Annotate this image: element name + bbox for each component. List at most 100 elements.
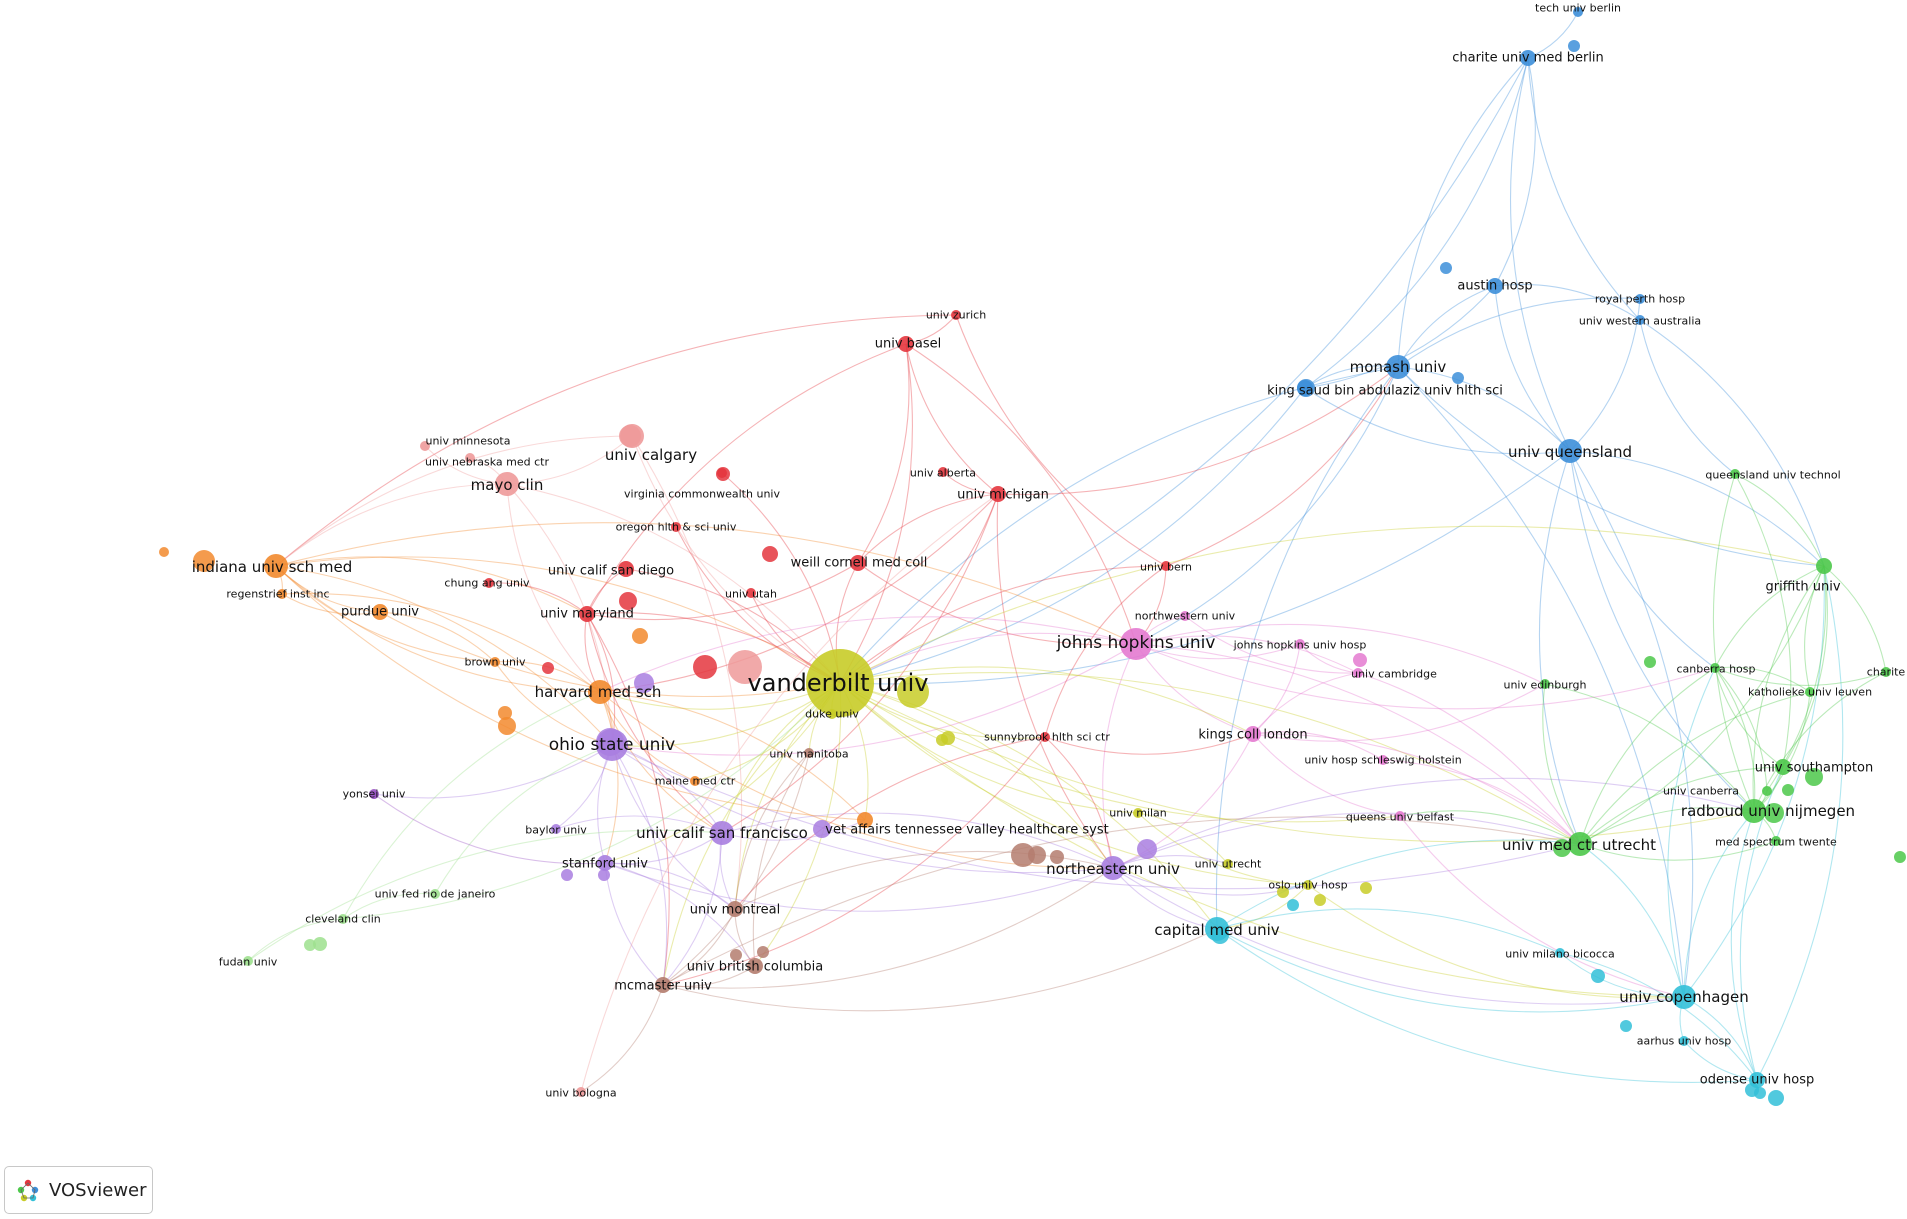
node-label-univ-utrecht[interactable]: univ utrecht — [1195, 858, 1262, 871]
node-unlabelled-3[interactable] — [716, 467, 730, 481]
node-label-capital-med-univ[interactable]: capital med univ — [1154, 921, 1279, 939]
node-unlabelled-19[interactable] — [598, 869, 610, 881]
node-label-kings-coll-london[interactable]: kings coll london — [1198, 728, 1307, 743]
node-unlabelled-28[interactable] — [1297, 379, 1315, 397]
node-univ-utrecht[interactable] — [1223, 859, 1233, 869]
node-northwestern-univ[interactable] — [1180, 611, 1190, 621]
node-unlabelled-25[interactable] — [757, 946, 769, 958]
node-label-univ-milano-bicocca[interactable]: univ milano bicocca — [1505, 948, 1614, 961]
node-unlabelled-27[interactable] — [1452, 372, 1464, 384]
node-label-royal-perth-hosp[interactable]: royal perth hosp — [1595, 293, 1685, 306]
node-label-vanderbilt-univ[interactable]: vanderbilt univ — [748, 669, 929, 697]
node-unlabelled-22[interactable] — [1028, 846, 1046, 864]
node-univ-med-ctr-utrecht[interactable] — [1568, 832, 1592, 856]
node-label-univ-utah[interactable]: univ utah — [725, 588, 777, 601]
node-unlabelled-8[interactable] — [498, 706, 512, 720]
node-label-chung-ang-univ[interactable]: chung ang univ — [444, 577, 530, 590]
node-label-univ-hosp-schleswig-holstein[interactable]: univ hosp schleswig holstein — [1304, 754, 1461, 767]
node-mcmaster-univ[interactable] — [655, 977, 671, 993]
node-stanford-univ[interactable] — [597, 855, 613, 871]
node-univ-calif-san-francisco[interactable] — [710, 821, 734, 845]
node-label-charite[interactable]: charite — [1867, 666, 1906, 679]
node-label-griffith-univ[interactable]: griffith univ — [1765, 580, 1840, 595]
node-label-mcmaster-univ[interactable]: mcmaster univ — [614, 979, 712, 994]
node-label-maine-med-ctr[interactable]: maine med ctr — [655, 775, 736, 788]
node-label-univ-british-columbia[interactable]: univ british columbia — [687, 960, 823, 975]
node-label-odense-univ-hosp[interactable]: odense univ hosp — [1700, 1073, 1814, 1088]
node-label-yonsei-univ[interactable]: yonsei univ — [343, 788, 406, 801]
node-label-charite-univ-med-berlin[interactable]: charite univ med berlin — [1452, 51, 1604, 66]
node-charite-univ-med-berlin[interactable] — [1520, 50, 1536, 66]
node-katholieke-univ-leuven[interactable] — [1805, 687, 1815, 697]
node-label-mayo-clin[interactable]: mayo clin — [471, 476, 544, 494]
node-unlabelled-14[interactable] — [936, 734, 948, 746]
node-label-brown-univ[interactable]: brown univ — [465, 656, 526, 669]
node-label-univ-med-ctr-utrecht[interactable]: univ med ctr utrecht — [1502, 836, 1656, 854]
node-unlabelled-17[interactable] — [1137, 839, 1157, 859]
node-unlabelled-6[interactable] — [542, 662, 554, 674]
node-label-purdue-univ[interactable]: purdue univ — [341, 605, 419, 620]
node-label-austin-hosp[interactable]: austin hosp — [1457, 279, 1532, 294]
node-univ-fed-rio-de-janeiro[interactable] — [430, 889, 440, 899]
node-label-johns-hopkins-univ[interactable]: johns hopkins univ — [1056, 633, 1216, 653]
node-univ-queensland[interactable] — [1558, 439, 1582, 463]
node-label-univ-cambridge[interactable]: univ cambridge — [1351, 668, 1437, 681]
node-unlabelled-21[interactable] — [1011, 843, 1035, 867]
node-univ-canberra[interactable] — [1762, 786, 1772, 796]
node-tech-univ-berlin[interactable] — [1573, 7, 1583, 17]
node-univ-milan[interactable] — [1133, 808, 1143, 818]
node-vet-affairs[interactable] — [857, 812, 873, 828]
node-univ-montreal[interactable] — [727, 901, 743, 917]
node-fudan-univ[interactable] — [243, 956, 253, 966]
node-label-oregon-hlth[interactable]: oregon hlth & sci univ — [616, 521, 737, 534]
node-unlabelled-0[interactable] — [619, 425, 641, 447]
node-label-univ-michigan[interactable]: univ michigan — [957, 488, 1049, 503]
node-label-univ-queensland[interactable]: univ queensland — [1508, 443, 1632, 461]
node-royal-perth-hosp[interactable] — [1635, 294, 1645, 304]
node-johns-hopkins-univ-hosp[interactable] — [1295, 639, 1305, 649]
node-kings-coll-london[interactable] — [1245, 726, 1261, 742]
node-label-northwestern-univ[interactable]: northwestern univ — [1135, 610, 1236, 623]
node-label-queensland-univ-technol[interactable]: queensland univ technol — [1705, 469, 1840, 482]
node-unlabelled-5[interactable] — [762, 546, 778, 562]
node-unlabelled-31[interactable] — [1287, 899, 1299, 911]
node-label-univ-nebraska-med-ctr[interactable]: univ nebraska med ctr — [425, 456, 549, 469]
node-sunnybrook[interactable] — [1040, 732, 1050, 742]
node-label-weill-cornell-med-coll[interactable]: weill cornell med coll — [791, 556, 928, 571]
node-univ-minnesota[interactable] — [420, 441, 430, 451]
node-label-univ-maryland[interactable]: univ maryland — [540, 607, 634, 622]
node-weill-cornell-med-coll[interactable] — [850, 555, 866, 571]
node-label-univ-canberra[interactable]: univ canberra — [1663, 785, 1739, 798]
node-harvard-med-sch[interactable] — [588, 680, 612, 704]
node-unlabelled-12[interactable] — [897, 676, 929, 708]
node-label-univ-edinburgh[interactable]: univ edinburgh — [1503, 679, 1586, 692]
node-unlabelled-30[interactable] — [1211, 926, 1229, 944]
node-cleveland-clin[interactable] — [338, 914, 348, 924]
node-unlabelled-15[interactable] — [634, 673, 654, 693]
node-label-fudan-univ[interactable]: fudan univ — [219, 956, 278, 969]
node-unlabelled-29[interactable] — [1568, 40, 1580, 52]
node-queens-univ-belfast[interactable] — [1395, 811, 1405, 821]
node-label-univ-montreal[interactable]: univ montreal — [690, 903, 781, 918]
node-label-virginia-commonwealth-univ[interactable]: virginia commonwealth univ — [624, 488, 780, 501]
node-charite[interactable] — [1881, 667, 1891, 677]
node-unlabelled-46[interactable] — [304, 939, 316, 951]
node-univ-basel[interactable] — [898, 336, 914, 352]
node-label-aarhus-univ-hosp[interactable]: aarhus univ hosp — [1637, 1035, 1731, 1048]
node-unlabelled-11[interactable] — [193, 550, 215, 572]
node-unlabelled-33[interactable] — [1620, 1020, 1632, 1032]
node-label-johns-hopkins-univ-hosp[interactable]: johns hopkins univ hosp — [1233, 639, 1367, 652]
node-unlabelled-48[interactable] — [1353, 653, 1367, 667]
node-unlabelled-9[interactable] — [498, 717, 516, 735]
node-univ-bern[interactable] — [1161, 561, 1171, 571]
node-label-canberra-hosp[interactable]: canberra hosp — [1676, 663, 1755, 676]
node-duke-univ[interactable] — [827, 709, 837, 719]
node-label-univ-manitoba[interactable]: univ manitoba — [769, 748, 848, 761]
node-unlabelled-47[interactable] — [313, 937, 327, 951]
node-monash-univ[interactable] — [1386, 355, 1410, 379]
node-label-katholieke-univ-leuven[interactable]: katholieke univ leuven — [1748, 686, 1872, 699]
node-label-stanford-univ[interactable]: stanford univ — [562, 857, 648, 872]
node-univ-hosp-schleswig-holstein[interactable] — [1378, 755, 1388, 765]
node-unlabelled-10[interactable] — [159, 547, 169, 557]
node-unlabelled-42[interactable] — [1553, 839, 1571, 857]
